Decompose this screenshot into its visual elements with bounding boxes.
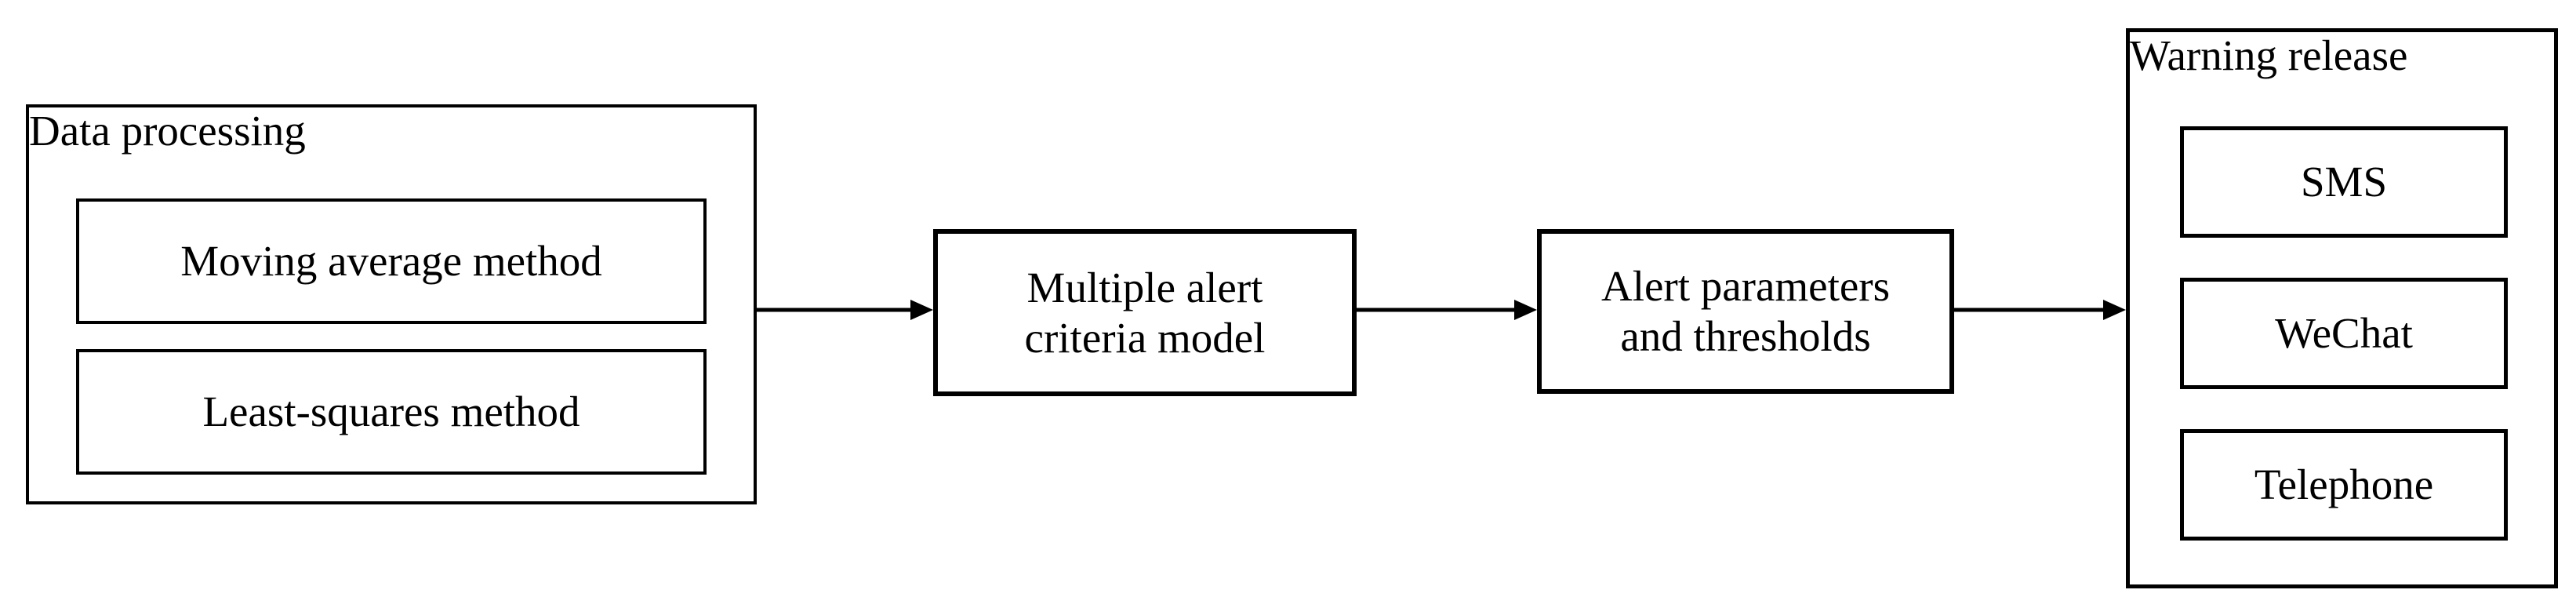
node-multiple-alert-criteria-model: Multiple alert criteria model: [933, 229, 1357, 396]
least-squares-method-label: Least-squares method: [202, 388, 580, 436]
arrow-data-processing-to-criteria-model: [757, 300, 933, 320]
wechat-label: WeChat: [2275, 309, 2413, 358]
node-sms: SMS: [2180, 126, 2508, 238]
arrow-parameters-to-warning-release: [1954, 300, 2126, 320]
node-telephone: Telephone: [2180, 429, 2508, 541]
moving-average-method-label: Moving average method: [180, 237, 602, 286]
node-wechat: WeChat: [2180, 278, 2508, 389]
node-least-squares-method: Least-squares method: [76, 349, 707, 475]
node-alert-parameters-and-thresholds: Alert parameters and thresholds: [1537, 229, 1954, 394]
data-processing-title: Data processing: [29, 107, 306, 155]
sms-label: SMS: [2300, 158, 2388, 206]
arrow-criteria-model-to-parameters: [1357, 300, 1537, 320]
alert-parameters-and-thresholds-label: Alert parameters and thresholds: [1600, 262, 1890, 360]
warning-release-title: Warning release: [2130, 31, 2408, 79]
node-moving-average-method: Moving average method: [76, 198, 707, 324]
warning-release-group: Warning release SMS WeChat Telephone: [2126, 28, 2558, 588]
data-processing-group: Data processing Moving average method Le…: [26, 104, 757, 504]
telephone-label: Telephone: [2254, 461, 2434, 509]
multiple-alert-criteria-model-label: Multiple alert criteria model: [1024, 263, 1266, 362]
